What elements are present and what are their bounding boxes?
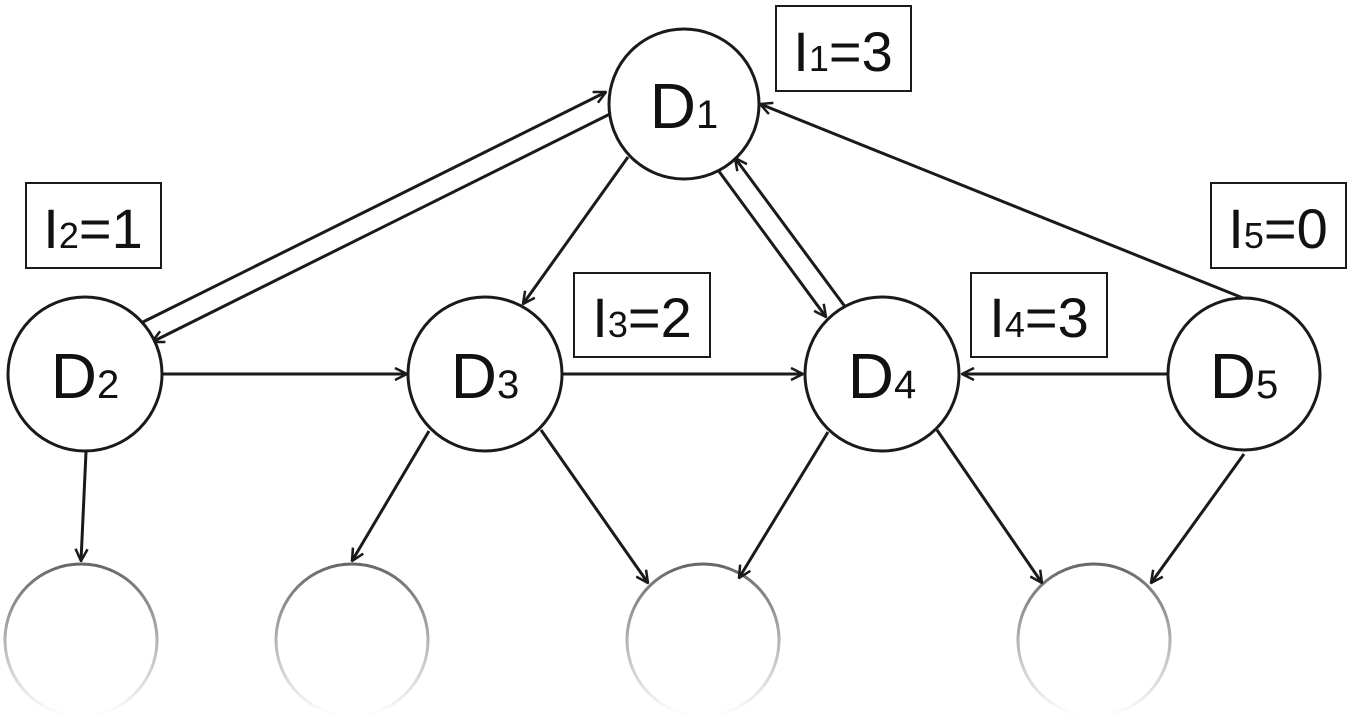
svg-text:D3: D3 xyxy=(451,340,519,412)
svg-text:I3=2: I3=2 xyxy=(592,286,691,349)
label-box-i3: I3=2 xyxy=(573,272,711,358)
svg-text:D1: D1 xyxy=(650,70,718,142)
node-label: D xyxy=(51,340,97,412)
node-label: D xyxy=(650,70,696,142)
ghost-node xyxy=(1016,562,1172,714)
ghost-node xyxy=(274,562,430,714)
edges xyxy=(81,90,1246,583)
label-box-i4: I4=3 xyxy=(970,272,1108,358)
edge-d1-d3 xyxy=(523,156,630,304)
ghost-nodes xyxy=(3,562,1172,714)
node-subscript: 5 xyxy=(1256,363,1278,407)
edge-d3-child-right xyxy=(539,429,648,583)
svg-text:I1=3: I1=3 xyxy=(793,20,892,83)
ghost-node xyxy=(3,562,159,714)
edge-d3-child-left xyxy=(352,430,431,561)
edge-d5-child xyxy=(1151,453,1246,583)
svg-text:D5: D5 xyxy=(1210,340,1278,412)
ghost-node xyxy=(625,562,781,714)
svg-text:D4: D4 xyxy=(848,340,916,412)
edge-d2-child xyxy=(81,451,86,561)
edge-d4-child-left xyxy=(739,431,830,578)
edge-d2-d1 xyxy=(142,90,606,324)
svg-text:I5=0: I5=0 xyxy=(1228,197,1327,260)
svg-text:I4=3: I4=3 xyxy=(989,286,1088,349)
node-d2: D2 xyxy=(6,295,164,453)
edge-d1-d2 xyxy=(152,111,613,344)
label-box-i5: I5=0 xyxy=(1210,182,1347,269)
label-box-i2: I2=1 xyxy=(25,182,162,269)
node-d5: D5 xyxy=(1166,296,1322,452)
node-label: D xyxy=(451,340,497,412)
node-label: D xyxy=(848,340,894,412)
edge-d4-d1 xyxy=(735,158,848,309)
node-d3: D3 xyxy=(406,295,564,453)
svg-text:D2: D2 xyxy=(51,340,119,412)
label-box-i1: I1=3 xyxy=(775,5,912,92)
node-d1: D1 xyxy=(607,27,761,181)
edge-d4-child-right xyxy=(935,429,1042,583)
node-subscript: 1 xyxy=(696,93,718,137)
node-subscript: 4 xyxy=(894,363,916,407)
node-subscript: 2 xyxy=(97,363,119,407)
svg-text:I2=1: I2=1 xyxy=(43,197,142,260)
node-subscript: 3 xyxy=(497,363,519,407)
node-label: D xyxy=(1210,340,1256,412)
node-d4: D4 xyxy=(803,295,961,453)
edge-d5-d1 xyxy=(760,104,1244,300)
edge-d1-d4 xyxy=(716,169,826,317)
